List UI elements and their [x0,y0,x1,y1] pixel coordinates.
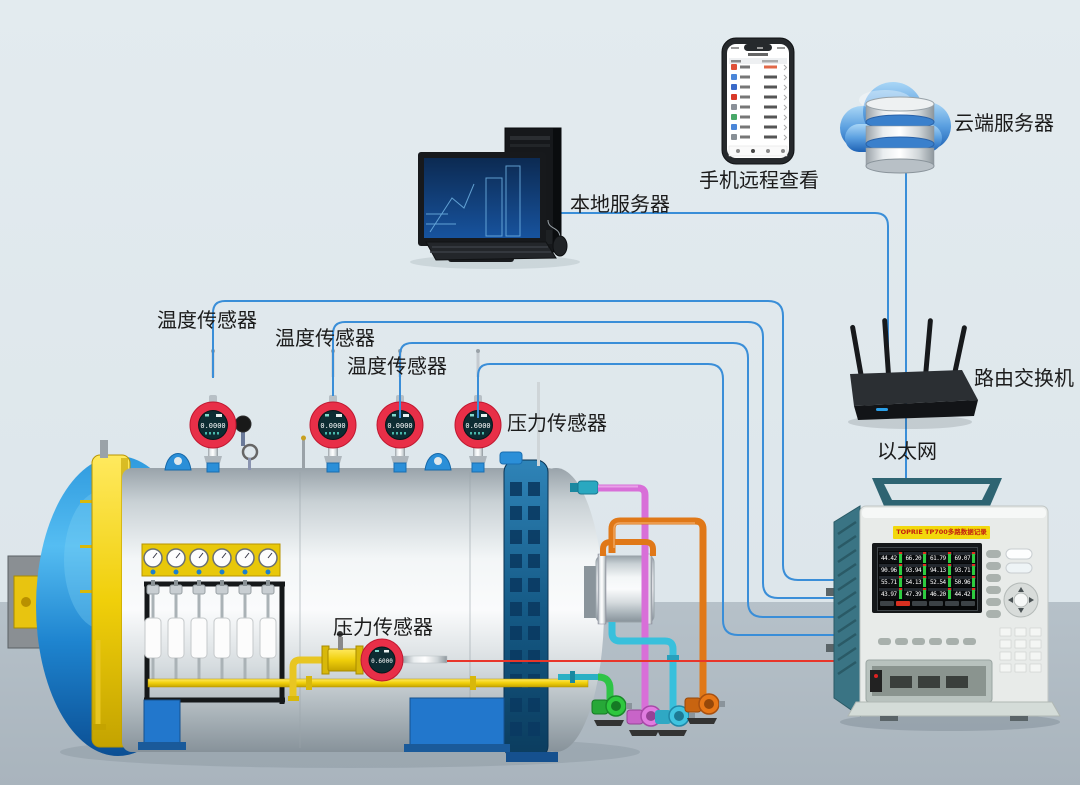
logger-port [826,644,838,652]
logger-flap [847,701,1061,717]
label-pressure-sensor-top: 压力传感器 [507,411,607,435]
level-bar [898,564,902,575]
logger-screen-statusbar [878,548,977,551]
logger-function-keys [878,638,976,645]
phone-app-screen [728,47,788,157]
pressure-sensor-top: 0.6000 [454,348,502,473]
logger-channel-grid: 44.42 66.20 61.79 69.07 90.96 93.94 94.1… [878,551,977,600]
router-body-front [854,400,978,420]
logger-keypad [999,627,1042,673]
label-phone-remote-view: 手机远程查看 [699,168,819,192]
level-bar [947,576,951,587]
channel-cell: 90.96 [879,564,903,575]
label-ethernet: 以太网 [877,439,937,463]
level-bar [972,552,975,563]
logger-screen: 44.42 66.20 61.79 69.07 90.96 93.94 94.1… [877,547,978,611]
phone [721,37,795,165]
level-bar [923,576,926,587]
channel-cell: 69.07 [952,552,976,563]
logger-brand-label: TOPRIE TP700多路数据记录仪 [893,526,990,539]
channel-cell: 93.94 [903,564,927,575]
valve-manifold [144,579,285,704]
pressure-sensor-bottom-display: 0.6000 [371,658,393,665]
level-bar [923,588,926,599]
channel-cell: 52.54 [928,576,952,587]
level-bar [898,576,902,587]
router-led [876,408,888,411]
level-bar [923,552,926,563]
router-body-top [850,370,978,406]
logger-screen-menu [878,600,977,606]
label-temp-sensor-3: 温度传感器 [347,354,447,378]
temperature-sensor-1-display: 0.0000 [200,422,225,430]
process-pipes [558,480,707,716]
pump-orange [684,693,725,724]
cables [212,150,907,662]
channel-cell: 55.71 [879,576,903,587]
pump-green [591,695,632,726]
label-cloud-server: 云端服务器 [954,111,1054,135]
tank-supports [138,697,510,752]
level-bar [898,588,902,599]
level-bar [972,588,975,599]
database-icon [865,96,935,174]
cable-temp-sensor-1 [212,300,844,581]
temperature-sensor-3-display: 0.0000 [387,422,412,430]
channel-cell: 66.20 [903,552,927,563]
autoclave-tank: 0.0000 0.0000 0.0000 0.6000 [7,348,725,768]
gauge-panel [141,543,281,577]
temperature-sensor-1: 0.0000 [189,348,237,473]
pressure-sensor-bottom: 0.6000 [288,631,448,701]
probe-fitting [301,435,306,468]
channel-cell: 44.42 [879,552,903,563]
label-router-switch: 路由交换机 [974,366,1074,390]
siphon-gauge [234,415,259,470]
level-bar [947,588,951,599]
channel-cell: 54.13 [903,576,927,587]
drain-pipe [147,676,589,690]
channel-cell: 44.42 [952,588,976,599]
channel-cell: 43.97 [879,588,903,599]
logger-terminal-bay [865,659,993,703]
cable-temp-sensor-3 [399,342,844,618]
cloud-server [840,82,951,174]
logger-port [826,588,838,596]
level-probe [537,382,540,466]
pc-mouse [547,219,568,257]
channel-cell: 94.13 [928,564,952,575]
label-temp-sensor-2: 温度传感器 [275,326,375,350]
logger-soft-keys [986,550,1001,618]
label-local-server: 本地服务器 [570,192,670,216]
channel-cell: 93.71 [952,564,976,575]
router [848,318,978,429]
channel-cell: 50.96 [952,576,976,587]
local-server-computer [410,127,580,269]
pressure-sensor-top-display: 0.6000 [465,422,490,430]
pc-keyboard [425,241,557,261]
logger-dpad [1003,582,1039,618]
level-bar [947,552,951,563]
label-pressure-sensor-bottom: 压力传感器 [333,615,433,639]
cable-temp-sensor-2 [332,321,844,599]
temperature-sensor-2-display: 0.0000 [320,422,345,430]
temperature-sensor-3: 0.0000 [376,348,424,473]
lifting-lug [424,453,452,471]
logger-button [1005,562,1033,574]
channel-cell: 47.39 [903,588,927,599]
channel-cell: 46.20 [928,588,952,599]
cable-pressure-sensor-top [477,363,844,636]
level-bar [972,564,975,575]
level-bar [923,564,926,575]
logger-button [1005,548,1033,560]
label-temp-sensor-1: 温度传感器 [157,308,257,332]
lifting-lug [164,453,192,471]
pump-cyan [655,705,695,736]
cable-local-server-to-router [561,212,889,392]
level-bar [972,576,975,587]
channel-cell: 61.79 [928,552,952,563]
temperature-sensor-2: 0.0000 [309,348,357,473]
level-bar [947,564,951,575]
level-bar [898,552,902,563]
